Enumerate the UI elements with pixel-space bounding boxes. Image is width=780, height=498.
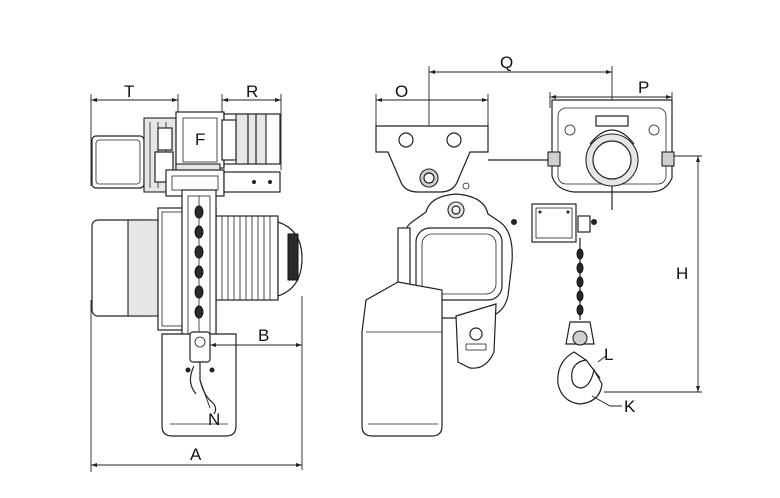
dimension-a [90, 300, 302, 472]
label-r: R [246, 82, 258, 101]
dimension-b [210, 296, 303, 470]
trolley-right-front [547, 99, 675, 210]
front-hook [557, 321, 603, 405]
side-chain [194, 205, 204, 319]
trolley-wheel [221, 113, 281, 193]
side-view: T R F B N A [90, 82, 303, 472]
lower-bracket [455, 303, 497, 369]
trolley-front [375, 125, 552, 193]
dimension-k-leader [591, 395, 622, 407]
dimension-h [604, 155, 702, 393]
control-box [531, 203, 597, 243]
label-k: K [624, 397, 636, 416]
hoist-body-front [397, 193, 517, 319]
front-view: O Q P H L K [361, 53, 702, 437]
chain-bucket [161, 333, 237, 437]
dimension-t [90, 94, 179, 186]
dimension-r [221, 94, 282, 170]
label-t: T [124, 82, 134, 101]
label-f: F [195, 130, 205, 149]
front-chain [576, 238, 584, 320]
chain-guide [181, 189, 217, 341]
label-h: H [676, 264, 688, 283]
trolley-body [165, 111, 225, 197]
label-o: O [395, 82, 408, 101]
chain-bucket-front [361, 281, 443, 437]
label-l: L [604, 345, 613, 364]
label-p: P [638, 78, 649, 97]
label-a: A [190, 445, 202, 464]
dimension-o [375, 94, 489, 126]
dimension-n-leader [199, 379, 211, 409]
dimension-l-leader [597, 355, 607, 363]
trolley-motor [91, 117, 179, 193]
label-b: B [258, 326, 269, 345]
label-q: Q [500, 53, 513, 72]
label-n: N [208, 410, 220, 429]
motor-fins [215, 215, 279, 301]
